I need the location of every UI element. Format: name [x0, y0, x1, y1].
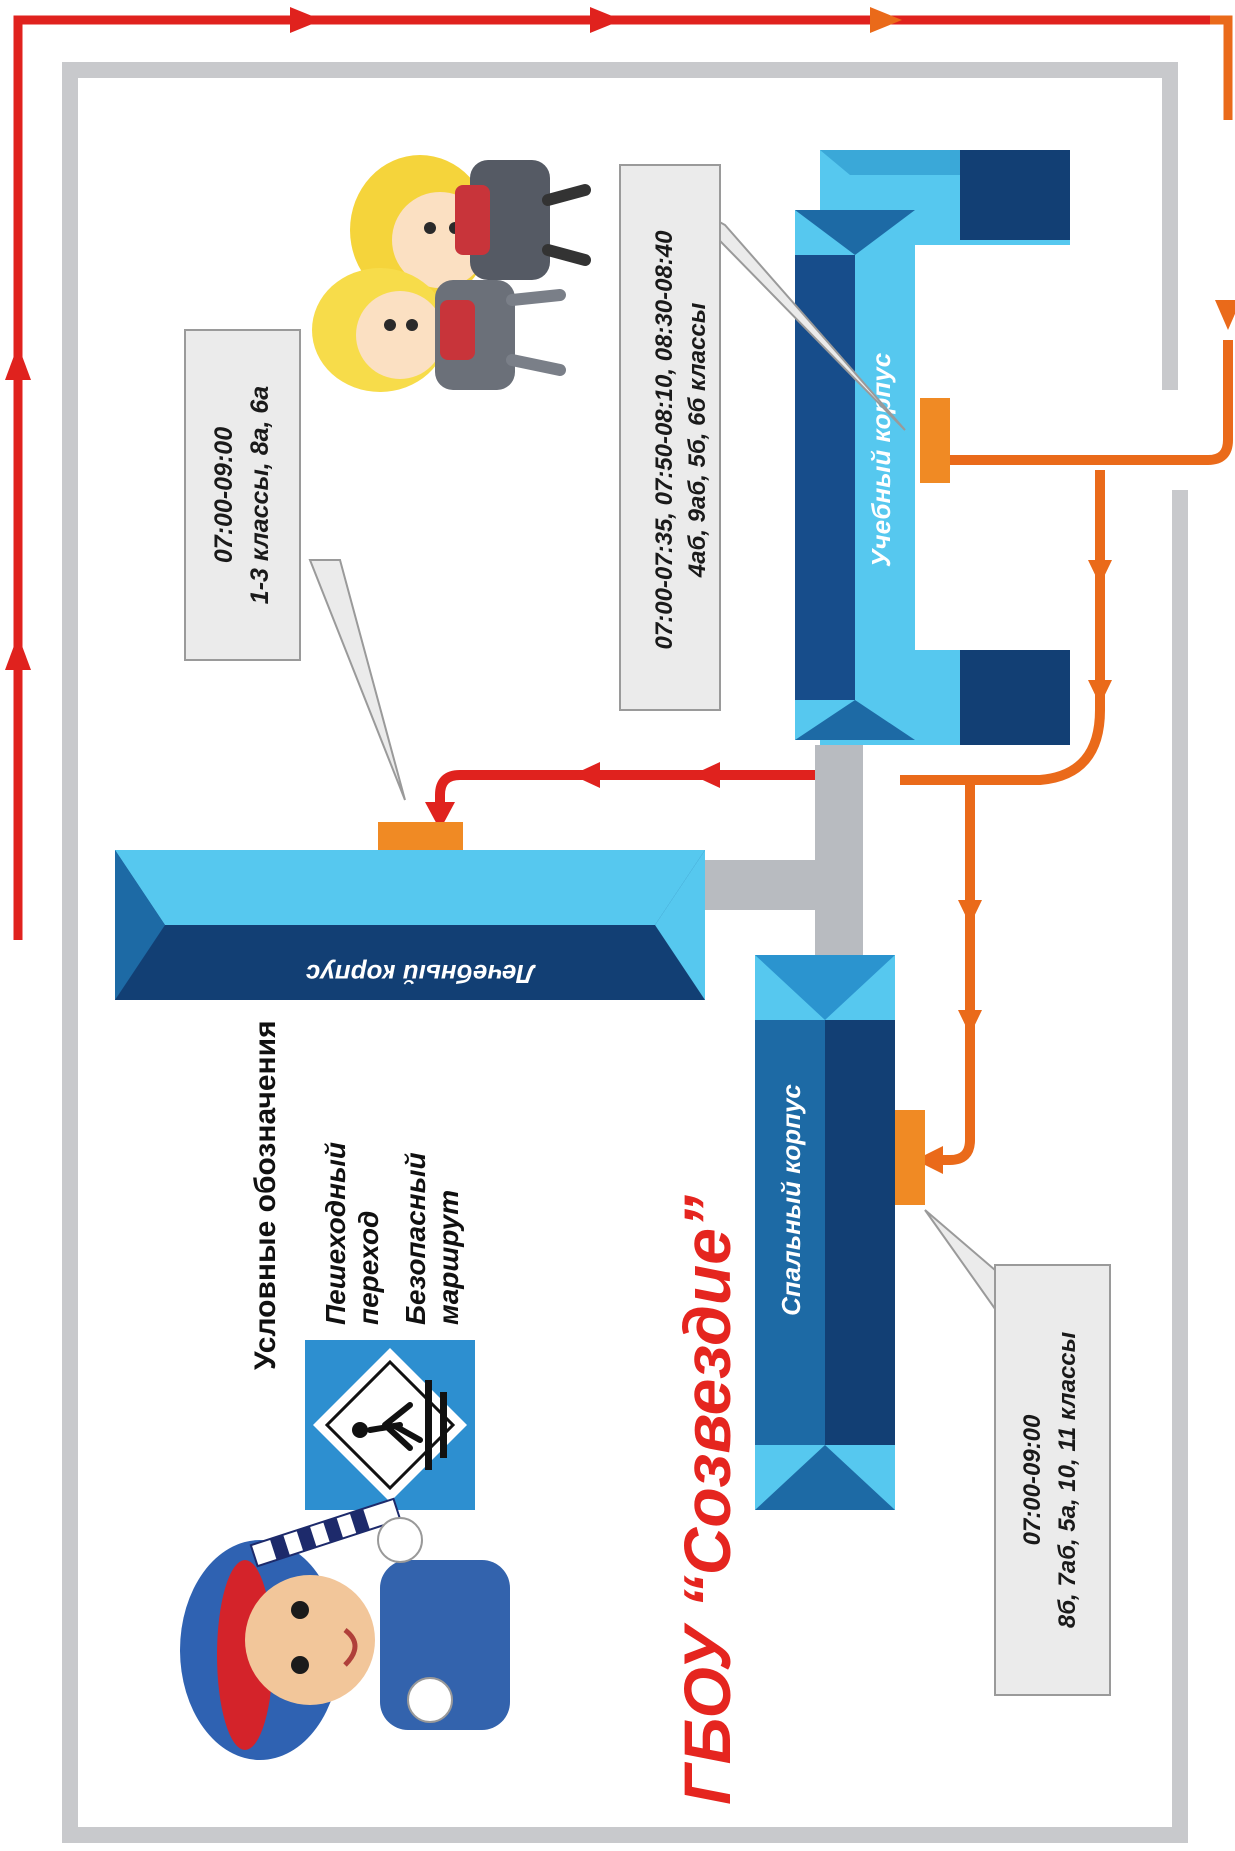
callout-study-line1: 07:00-07:35, 07:50-08:10, 08:30-08:40: [651, 230, 678, 650]
medical-building: Лечебный корпус: [115, 822, 705, 1000]
children-icon: [312, 155, 591, 392]
callout-sleeping-line2: 8б, 7аб, 5а, 10, 11 классы: [1054, 1331, 1081, 1628]
callout-study: 07:00-07:35, 07:50-08:10, 08:30-08:40 4а…: [619, 164, 906, 711]
traffic-officer-icon: [180, 1497, 510, 1760]
callout-sleeping-line1: 07:00-09:00: [1019, 1414, 1046, 1545]
sleeping-building: Спальный корпус: [755, 955, 925, 1510]
medical-entrance: [378, 822, 463, 850]
sleeping-building-label: Спальный корпус: [776, 1084, 806, 1316]
road-frame: [62, 62, 1188, 1843]
legend-item-1: Пешеходный: [320, 1142, 351, 1325]
callout-medical-line2: 1-3 классы, 8а, 6а: [246, 386, 274, 604]
medical-building-label: Лечебный корпус: [305, 959, 536, 989]
legend-heading: Условные обозначения: [249, 1020, 282, 1370]
study-building-label: Учебный корпус: [866, 352, 896, 567]
callout-medical: 07:00-09:00 1-3 классы, 8а, 6а: [184, 329, 406, 801]
callout-study-line2: 4аб, 9аб, 5б, 6б классы: [684, 302, 711, 578]
study-entrance: [920, 398, 950, 483]
legend-item-4: маршрут: [433, 1190, 464, 1325]
legend-item-2: переход: [353, 1211, 384, 1325]
callout-medical-line1: 07:00-09:00: [210, 427, 238, 563]
corridor: [700, 745, 863, 955]
study-building: Учебный корпус: [795, 150, 1070, 745]
pedestrian-crossing-icon: [305, 1340, 475, 1510]
legend-item-3: Безопасный: [400, 1152, 431, 1325]
sleeping-entrance: [895, 1110, 925, 1205]
page-title: ГБОУ “Созвездие”: [670, 1195, 744, 1805]
callout-sleeping: 07:00-09:00 8б, 7аб, 5а, 10, 11 классы: [924, 1209, 1111, 1696]
legend: Условные обозначения Пешеходный переход …: [249, 1020, 475, 1510]
